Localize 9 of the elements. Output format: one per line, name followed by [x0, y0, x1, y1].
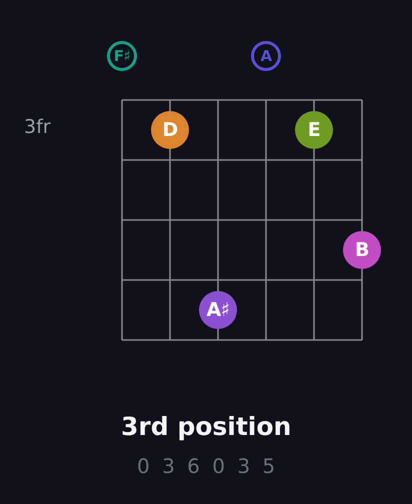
note-dot: D	[151, 111, 189, 149]
fret-numbers: 0 3 6 0 3 5	[137, 456, 278, 476]
open-string-marker: A	[251, 41, 281, 71]
note-dot: E	[295, 111, 333, 149]
note-dot: A♯	[199, 291, 237, 329]
open-string-marker: F♯	[107, 41, 137, 71]
note-dot: B	[343, 231, 381, 269]
chord-title: 3rd position	[121, 414, 292, 439]
fret-number-label: 3fr	[24, 118, 51, 137]
